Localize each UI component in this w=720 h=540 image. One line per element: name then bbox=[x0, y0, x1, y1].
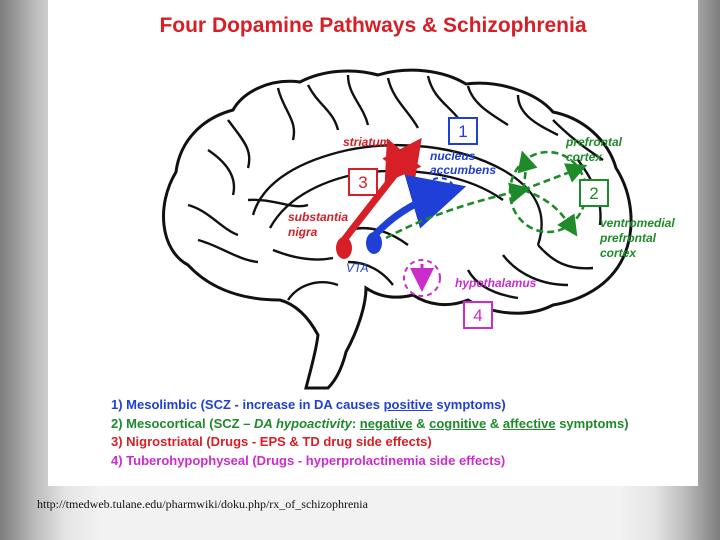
legend-2-amp2: & bbox=[486, 415, 503, 431]
pathway-legend: 1) Mesolimbic (SCZ - increase in DA caus… bbox=[111, 396, 629, 470]
legend-2-colon: : bbox=[351, 415, 360, 431]
tuberohypophyseal-pathway bbox=[403, 259, 441, 297]
box-4 bbox=[463, 301, 493, 329]
legend-2-negative: negative bbox=[359, 415, 413, 431]
legend-2-text-end: symptoms) bbox=[555, 415, 629, 431]
slide-panel: Four Dopamine Pathways & Schizophrenia bbox=[48, 0, 698, 486]
legend-2-affective: affective bbox=[502, 415, 556, 431]
label-prefrontal: prefrontal bbox=[565, 135, 623, 149]
label-nigra: nigra bbox=[288, 225, 318, 239]
legend-item-nigrostriatal: 3) Nigrostriatal (Drugs - EPS & TD drug … bbox=[111, 434, 432, 449]
label-substantia: substantia bbox=[288, 210, 348, 224]
legend-2-italic: DA hypoactivity bbox=[254, 415, 352, 431]
legend-2-text: 2) Mesocortical (SCZ – bbox=[111, 415, 255, 431]
legend-item-mesolimbic: 1) Mesolimbic (SCZ - increase in DA caus… bbox=[111, 396, 629, 415]
label-hypothalamus: hypothalamus bbox=[455, 276, 537, 290]
box-2-label: 2 bbox=[589, 184, 598, 203]
label-accumbens: accumbens bbox=[430, 163, 496, 177]
legend-item-mesocortical: 2) Mesocortical (SCZ – DA hypoactivity: … bbox=[111, 415, 629, 434]
vta-marker bbox=[366, 232, 382, 254]
box-3 bbox=[348, 168, 378, 196]
label-nucleus: nucleus bbox=[430, 149, 476, 163]
mesolimbic-pathway bbox=[366, 174, 467, 254]
substantia-nigra-marker bbox=[336, 237, 352, 259]
legend-1-text: 1) Mesolimbic (SCZ - increase in DA caus… bbox=[111, 397, 384, 412]
brain-outline bbox=[162, 68, 633, 390]
prefrontal-cortex-target bbox=[508, 150, 588, 234]
label-ventromedial-cortex: cortex bbox=[600, 246, 637, 260]
brain-sulci bbox=[187, 74, 604, 301]
box-2 bbox=[579, 179, 609, 207]
box-3-label: 3 bbox=[358, 173, 367, 192]
box-4-label: 4 bbox=[473, 306, 482, 325]
label-striatum: striatum bbox=[343, 135, 391, 149]
box-1-label: 1 bbox=[458, 122, 467, 141]
label-vta: VTA bbox=[346, 261, 368, 275]
label-ventromedial: ventromedial bbox=[600, 216, 675, 230]
source-url: http://tmedweb.tulane.edu/pharmwiki/doku… bbox=[37, 497, 368, 511]
box-1 bbox=[448, 117, 478, 145]
hypothalamus-target bbox=[403, 259, 441, 297]
nucleus-accumbens-target bbox=[425, 177, 455, 203]
legend-item-tuberohypophyseal: 4) Tuberohypophyseal (Drugs - hyperprola… bbox=[111, 452, 506, 468]
legend-1-underlined: positive bbox=[383, 397, 433, 412]
brain-diagram: 1 2 3 4 striatum nucleus accumbens subst… bbox=[162, 68, 675, 390]
legend-2-cognitive: cognitive bbox=[429, 415, 487, 431]
legend-1-text-end: symptoms) bbox=[432, 397, 506, 412]
label-ventromedial-prefrontal: prefrontal bbox=[599, 231, 657, 245]
legend-2-amp1: & bbox=[412, 415, 430, 431]
nigrostriatal-pathway bbox=[336, 137, 422, 259]
slide-title: Four Dopamine Pathways & Schizophrenia bbox=[159, 14, 587, 37]
label-cortex: cortex bbox=[566, 150, 603, 164]
